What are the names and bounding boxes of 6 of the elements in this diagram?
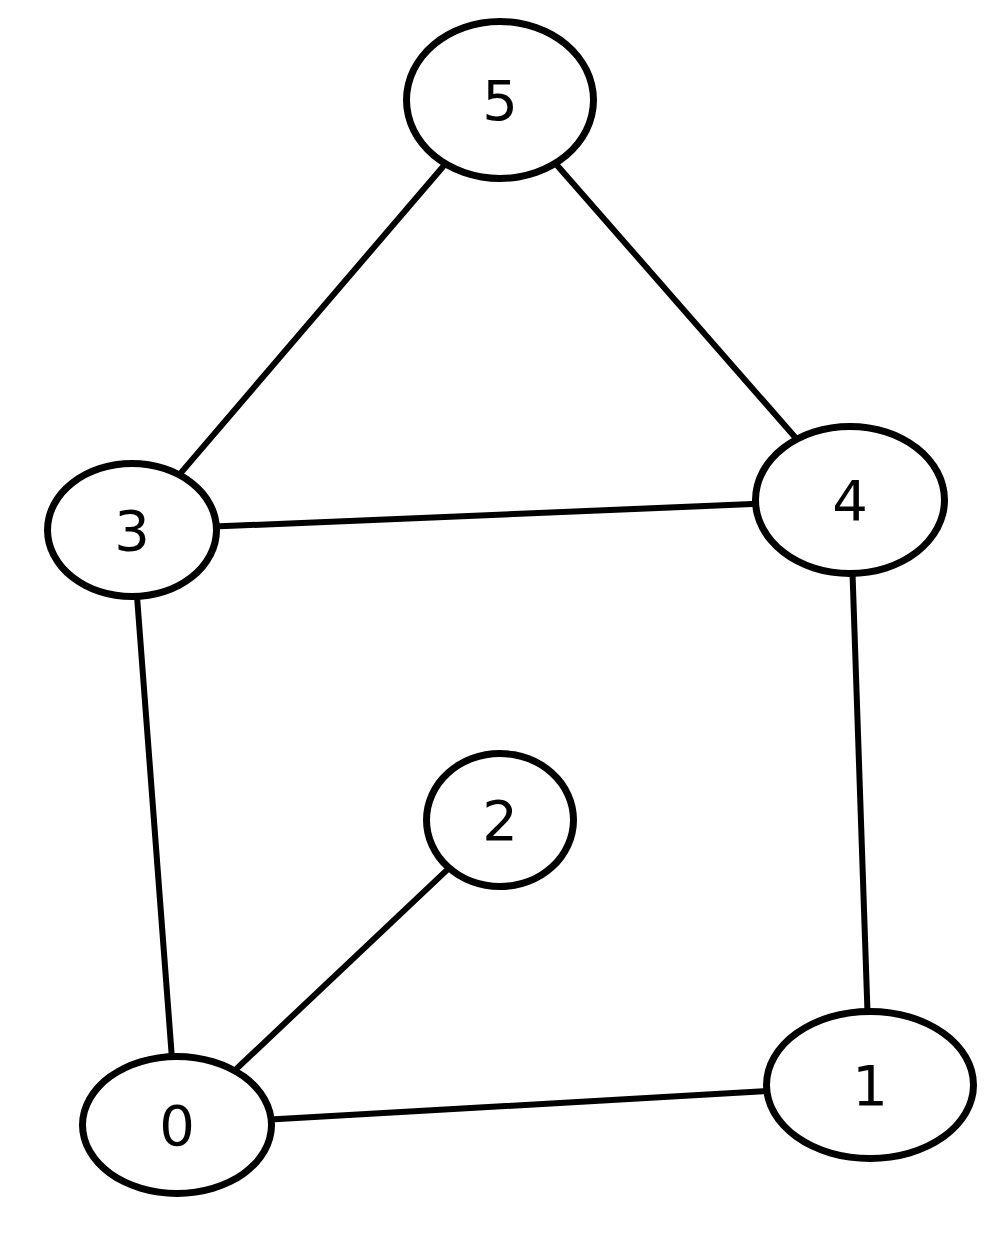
node-number: 1 — [852, 1052, 888, 1118]
node-number: 4 — [832, 467, 868, 533]
node-number: 3 — [114, 497, 150, 563]
node-number: 2 — [482, 787, 518, 853]
node-number: 5 — [482, 67, 518, 133]
node-number: 0 — [159, 1092, 195, 1158]
